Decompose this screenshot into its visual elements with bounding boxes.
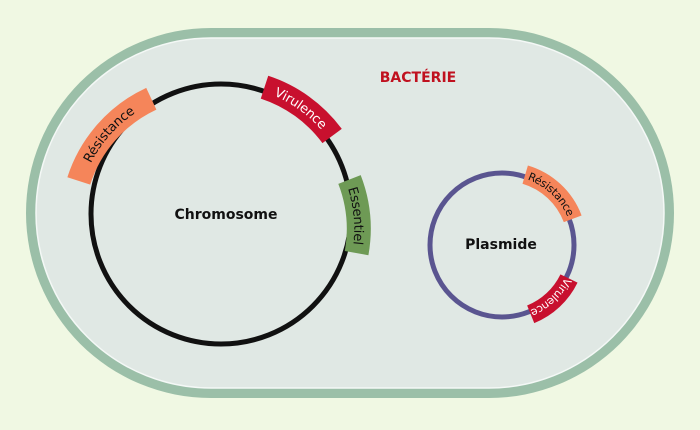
plasmid-label: Plasmide	[465, 237, 537, 253]
chromosome-label: Chromosome	[174, 207, 277, 223]
cell-title: BACTÉRIE	[380, 69, 456, 86]
chromosome-virulence-segment	[260, 75, 342, 144]
chromosome-essentiel-segment	[338, 175, 371, 256]
plasmid-ring	[427, 170, 577, 320]
chromosome-resistance-segment	[67, 87, 157, 185]
plasmid-resistance-segment	[522, 165, 582, 223]
plasmid-virulence-segment	[526, 274, 578, 324]
